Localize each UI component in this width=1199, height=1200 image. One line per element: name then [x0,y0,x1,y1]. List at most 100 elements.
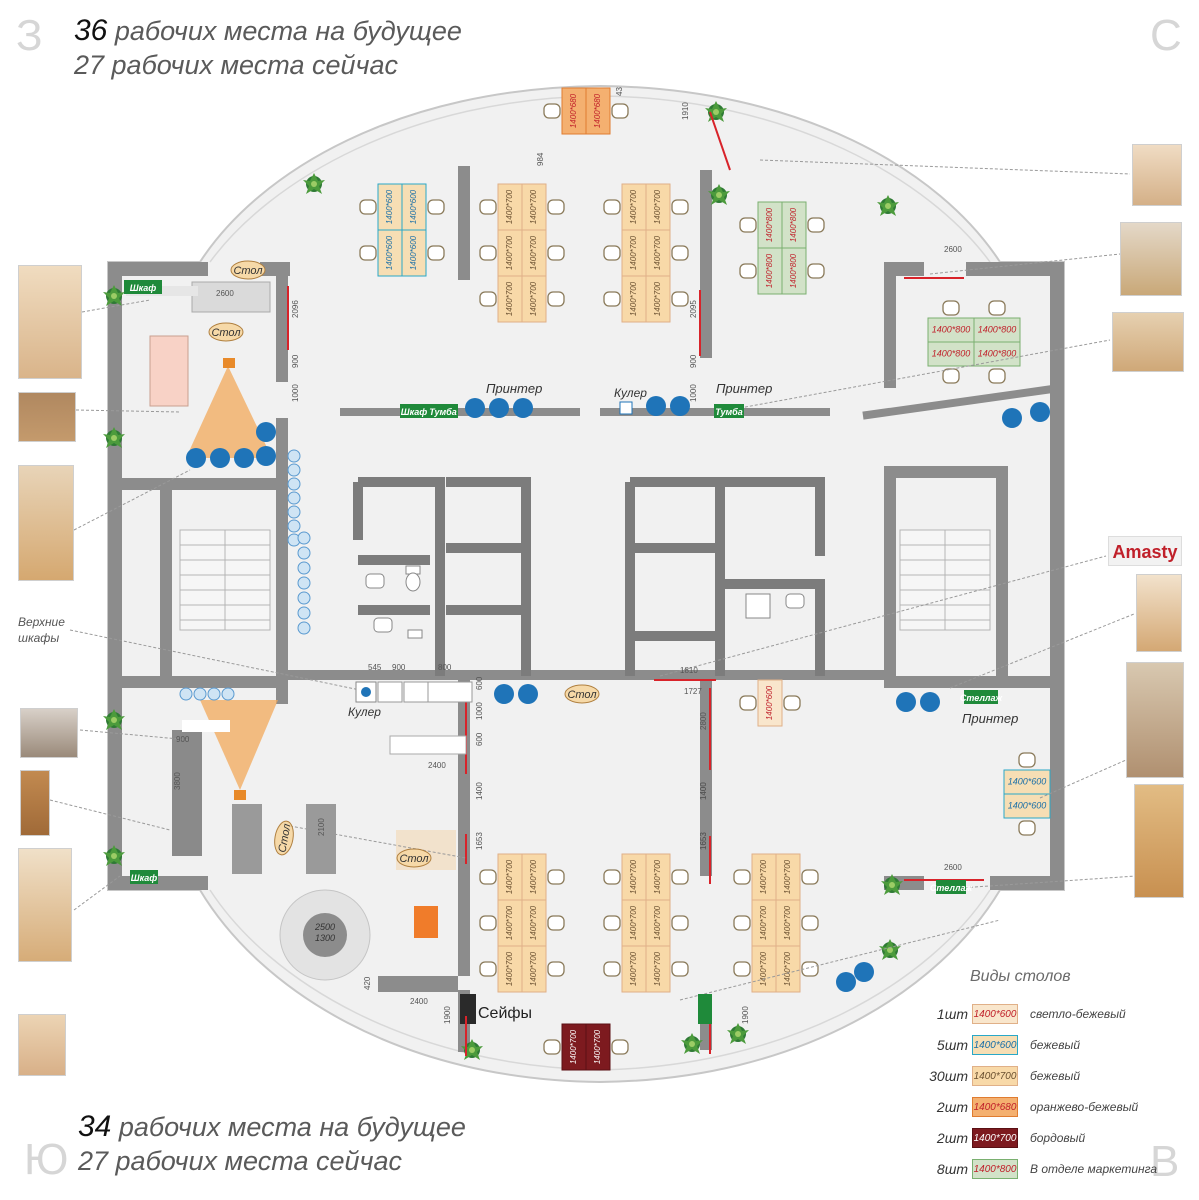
chair-icon [801,915,819,931]
equipment-circle [297,546,311,560]
legend-count: 2шт [936,1099,968,1115]
desk-size-label: 1400*700 [505,281,514,316]
desk [497,899,523,947]
photo-furniture-icon [1126,662,1184,778]
chair-icon [671,245,689,261]
nightstand-tag [714,404,744,418]
desk-size-label: 1400*700 [629,905,638,940]
desk-size-label: 1400*600 [1008,800,1047,810]
chair-icon [603,199,621,215]
desk-size-label: 1400*800 [765,207,774,242]
desk [645,183,671,231]
toilet-icon [405,565,421,592]
desk [377,183,403,231]
equipment-circle [287,463,301,477]
legend-count: 2шт [936,1130,968,1146]
photo-furniture-icon [1120,222,1182,296]
dimension-label: 1000 [291,384,300,402]
dimension-label: 1400 [699,782,708,800]
legend-description: светло-бежевый [1030,1007,1126,1021]
now-text-bottom: 27 рабочих места сейчас [78,1146,402,1176]
equipment-circles [179,396,1050,992]
desk-size-label: 1400*600 [385,189,394,224]
chair-icon [942,300,960,316]
equipment-circle [256,422,276,442]
plan-label: Сейфы [478,1005,532,1022]
equipment-circle [836,972,856,992]
dimension-label: 2100 [317,818,326,836]
legend-count: 5шт [936,1037,968,1053]
desk-size-label: 1400*800 [932,348,971,358]
header-top: 36 рабочих места на будущее 27 рабочих м… [74,14,462,82]
legend-count: 8шт [936,1161,968,1177]
upper-cabinets-label: Верхние шкафы [18,614,65,646]
desk-size-label: 1400*680 [569,93,578,128]
chair-icon [1018,752,1036,768]
dimension-label: 2600 [944,863,962,872]
desk [561,87,587,135]
desk-size-label: 1400*700 [629,859,638,894]
nightstand-tag-text: Тумба [429,407,457,417]
legend-swatch: 1400*800 [972,1159,1018,1179]
desk [927,341,975,367]
desk [521,275,547,323]
desk-size-label: 1400*800 [789,207,798,242]
desk-size-label: 1400*800 [978,324,1017,334]
desk-size-label: 1400*800 [978,348,1017,358]
desk [775,853,801,901]
legend-description: оранжево-бежевый [1030,1100,1139,1114]
dimension-label: 2600 [216,289,234,298]
chair-icon [479,199,497,215]
table-label: Стол [567,689,596,701]
future-text-bottom: рабочих места на будущее [111,1112,466,1142]
stairs-west [179,529,271,631]
desk-size-label: 1400*700 [653,281,662,316]
photo-furniture-icon [18,265,82,379]
upper-cabinets-line1: Верхние [18,615,65,629]
desk [645,275,671,323]
legend-description: бежевый [1030,1069,1080,1083]
desk [645,945,671,993]
cabinet-tag [124,280,162,294]
chair-icon [603,245,621,261]
desk-groups: 1400*700 1400*700 1400*700 1400*700 1400*700… [359,87,1051,1071]
chair-icon [611,1039,629,1055]
core-walls [353,477,825,676]
desk [1003,793,1051,819]
chair-icon [671,199,689,215]
legend-count: 30шт [929,1068,968,1084]
plan-label: Кулер [614,386,647,400]
desk [757,201,783,249]
photo-furniture-icon [18,392,76,442]
equipment-circle [489,398,509,418]
equipment-circle [513,398,533,418]
desk [521,945,547,993]
dimension-label: 1727 [684,687,702,696]
header-bottom: 34 рабочих места на будущее 27 рабочих м… [78,1110,466,1178]
chair-icon [807,263,825,279]
plan-label: 1300 [315,933,335,943]
chair-icon [479,245,497,261]
chair-icon [479,961,497,977]
equipment-circle [287,505,301,519]
compass-south-label: Ю [24,1135,69,1184]
stairs-east [899,529,991,631]
equipment-circle [234,448,254,468]
dimension-label: 600 [475,732,484,746]
equipment-circle [297,561,311,575]
dimension-label: 984 [536,152,545,166]
dimension-label: 2400 [410,997,428,1006]
desk [401,229,427,277]
cabinet-tag [130,870,158,884]
desk-size-label: 1400*700 [529,235,538,270]
now-text-top: 27 рабочих места сейчас [74,50,398,80]
dimension-label: 900 [392,663,406,672]
chair-icon [603,291,621,307]
sink-icon [365,573,805,639]
chair-icon [739,695,757,711]
compass-west-label: З [16,11,43,60]
desk [1003,769,1051,795]
